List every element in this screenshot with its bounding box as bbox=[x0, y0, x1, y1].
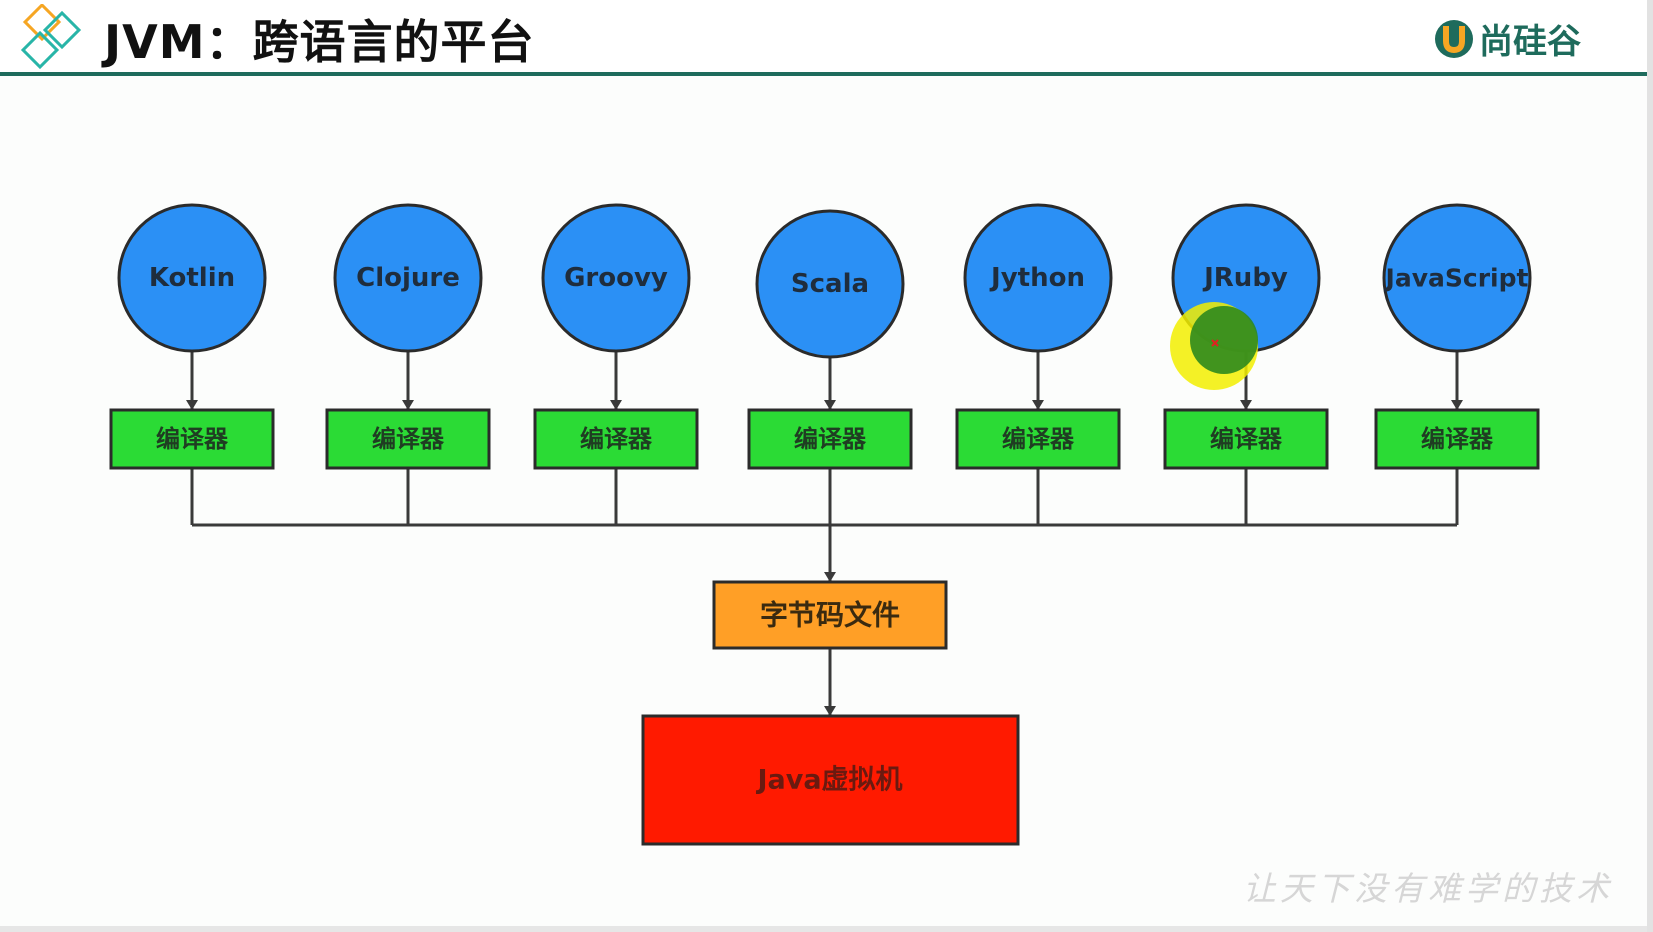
language-node-scala bbox=[755, 209, 905, 359]
compiler-node-jruby bbox=[1163, 408, 1329, 470]
cursor-highlight bbox=[1170, 302, 1258, 390]
bytecode-label: 字节码文件 bbox=[760, 599, 900, 632]
compiler-label-jruby: 编译器 bbox=[1210, 425, 1283, 453]
compiler-node-clojure bbox=[325, 408, 491, 470]
header-bar: JVM：跨语言的平台 尚硅谷 bbox=[0, 0, 1653, 76]
header-divider bbox=[0, 72, 1653, 76]
bottom-edge bbox=[0, 926, 1653, 932]
compiler-label-groovy: 编译器 bbox=[580, 425, 653, 453]
language-node-jython bbox=[963, 203, 1113, 353]
diagram-edges bbox=[186, 351, 1463, 716]
language-node-clojure bbox=[333, 203, 483, 353]
brand-logo: 尚硅谷 bbox=[1433, 14, 1581, 62]
compiler-label-javascript: 编译器 bbox=[1421, 425, 1494, 453]
compiler-label-jython: 编译器 bbox=[1002, 425, 1075, 453]
page-title: JVM：跨语言的平台 bbox=[104, 15, 535, 69]
compiler-label-kotlin: 编译器 bbox=[156, 425, 229, 453]
diamond-logo-icon bbox=[10, 2, 90, 74]
jvm-node bbox=[641, 714, 1020, 846]
compiler-node-javascript bbox=[1374, 408, 1540, 470]
brand-name: 尚硅谷 bbox=[1479, 21, 1581, 62]
compiler-node-scala bbox=[747, 408, 913, 470]
compiler-label-scala: 编译器 bbox=[794, 425, 867, 453]
language-label-javascript: JavaScript bbox=[1384, 264, 1529, 293]
bytecode-node bbox=[712, 580, 948, 650]
language-label-clojure: Clojure bbox=[356, 263, 460, 293]
compiler-node-jython bbox=[955, 408, 1121, 470]
language-node-kotlin bbox=[117, 203, 267, 353]
brand-u-icon bbox=[1435, 20, 1473, 58]
language-label-groovy: Groovy bbox=[564, 263, 668, 293]
language-label-jruby: JRuby bbox=[1202, 263, 1288, 293]
compiler-node-kotlin bbox=[109, 408, 275, 470]
compiler-label-clojure: 编译器 bbox=[372, 425, 445, 453]
right-edge bbox=[1647, 0, 1653, 932]
language-node-javascript bbox=[1382, 203, 1532, 353]
footer-slogan: 让天下没有难学的技术 bbox=[1243, 869, 1613, 908]
diagram-nodes: Kotlin 编译器 Clojure 编译器 Groovy 编译器 Scala 编译器 Jyth… bbox=[109, 203, 1540, 846]
language-label-kotlin: Kotlin bbox=[149, 263, 235, 293]
jvm-label: Java虚拟机 bbox=[755, 765, 902, 796]
language-label-jython: Jython bbox=[989, 263, 1085, 293]
language-label-scala: Scala bbox=[791, 269, 869, 299]
compiler-node-groovy bbox=[533, 408, 699, 470]
language-node-groovy bbox=[541, 203, 691, 353]
